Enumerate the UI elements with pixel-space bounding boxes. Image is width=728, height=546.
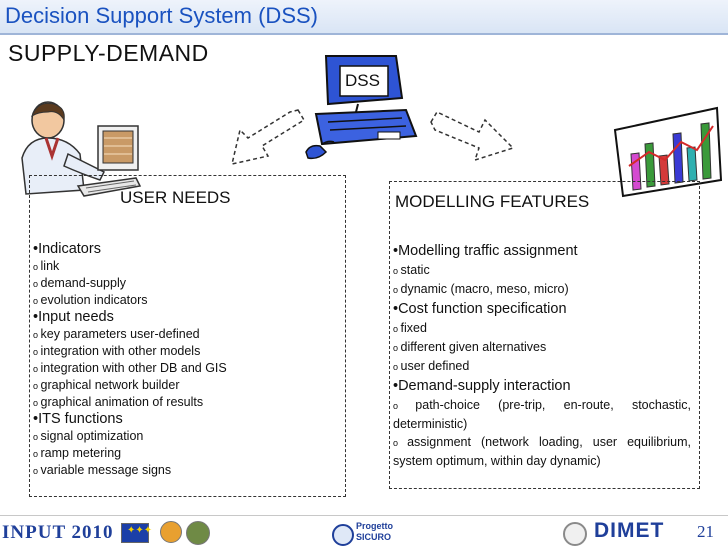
- dashed-arrow-left-icon: [230, 109, 306, 165]
- modelling-features-heading: MODELLING FEATURES: [395, 192, 590, 211]
- university-seal-icon: [563, 522, 587, 546]
- bullet-item: Indicators: [33, 241, 227, 258]
- bullet-item: Demand-supply interaction: [393, 376, 691, 396]
- bullet-item: ITS functions: [33, 411, 227, 428]
- person-at-computer-illustration: [21, 101, 142, 197]
- sub-item: different given alternatives: [393, 338, 691, 357]
- partner-logo-icon: [160, 521, 182, 543]
- dimet-logo: DIMET: [594, 519, 665, 542]
- modelling-features-list: Modelling traffic assignmentstaticdynami…: [393, 241, 691, 470]
- dss-monitor-label: DSS: [345, 71, 380, 90]
- dashed-arrow-right-icon: [430, 111, 515, 162]
- page-title: Decision Support System (DSS): [5, 3, 318, 28]
- progetto-label: Progetto: [356, 521, 393, 531]
- slide-subtitle: SUPPLY-DEMAND: [8, 40, 209, 66]
- dss-computer-illustration: [305, 55, 418, 160]
- sub-item: integration with other DB and GIS: [33, 360, 227, 377]
- input-2010-logo: INPUT 2010: [2, 522, 114, 543]
- sub-item: link: [33, 258, 227, 275]
- sub-item: ramp metering: [33, 445, 227, 462]
- user-needs-heading: USER NEEDS: [120, 188, 231, 207]
- sub-item: variable message signs: [33, 462, 227, 479]
- progetto-sicuro-logo-icon: [332, 524, 354, 546]
- footer: INPUT 2010 ✦✦✦ Progetto SICURO DIMET 21: [0, 517, 728, 546]
- sicuro-label: SICURO: [356, 532, 392, 542]
- sub-item: graphical animation of results: [33, 394, 227, 411]
- sub-item: signal optimization: [33, 428, 227, 445]
- sub-item: graphical network builder: [33, 377, 227, 394]
- bullet-item: Cost function specification: [393, 299, 691, 319]
- modelling-features-box: MODELLING FEATURES Modelling traffic ass…: [389, 181, 700, 489]
- sub-item: static: [393, 261, 691, 280]
- sub-item: assignment (network loading, user equili…: [393, 433, 691, 470]
- bullet-item: Modelling traffic assignment: [393, 241, 691, 261]
- user-needs-box: USER NEEDS Indicatorslinkdemand-supplyev…: [29, 175, 346, 497]
- sub-item: user defined: [393, 357, 691, 376]
- page-number: 21: [697, 522, 714, 541]
- footer-divider: [0, 515, 728, 516]
- sub-item: evolution indicators: [33, 292, 227, 309]
- bullet-item: Input needs: [33, 309, 227, 326]
- sub-item: dynamic (macro, meso, micro): [393, 280, 691, 299]
- seal-logo-icon: [186, 521, 210, 545]
- title-bar: Decision Support System (DSS): [0, 0, 728, 35]
- sub-item: fixed: [393, 319, 691, 338]
- eu-flag-icon: ✦✦✦: [121, 523, 152, 543]
- sub-item: demand-supply: [33, 275, 227, 292]
- sub-item: integration with other models: [33, 343, 227, 360]
- sub-item: path-choice (pre-trip, en-route, stochas…: [393, 396, 691, 433]
- sub-item: key parameters user-defined: [33, 326, 227, 343]
- user-needs-list: Indicatorslinkdemand-supplyevolution ind…: [33, 241, 227, 479]
- bar-chart-picture: [613, 106, 723, 198]
